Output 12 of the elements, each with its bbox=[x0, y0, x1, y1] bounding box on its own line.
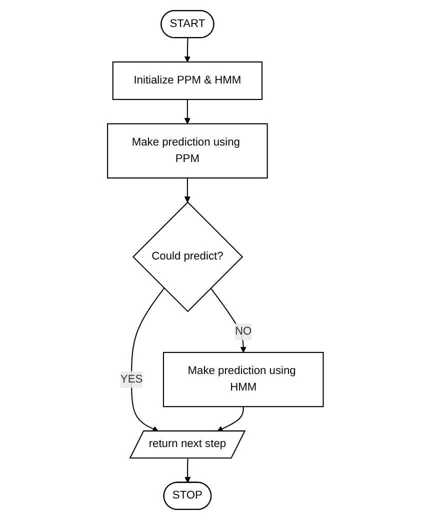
node-diamond: Could predict? bbox=[132, 202, 243, 312]
node-box: Make prediction using PPM bbox=[106, 123, 268, 178]
arrow bbox=[184, 38, 190, 62]
arrow bbox=[216, 406, 244, 432]
arrow bbox=[184, 178, 190, 203]
arrow bbox=[184, 99, 190, 124]
edge-label: YES bbox=[120, 373, 142, 386]
arrow bbox=[184, 458, 190, 483]
arrow bbox=[130, 288, 164, 432]
node-box: Initialize PPM & HMM bbox=[112, 61, 262, 100]
edge-label: NO bbox=[234, 326, 252, 338]
node-box: Make prediction using HMM bbox=[162, 352, 324, 408]
